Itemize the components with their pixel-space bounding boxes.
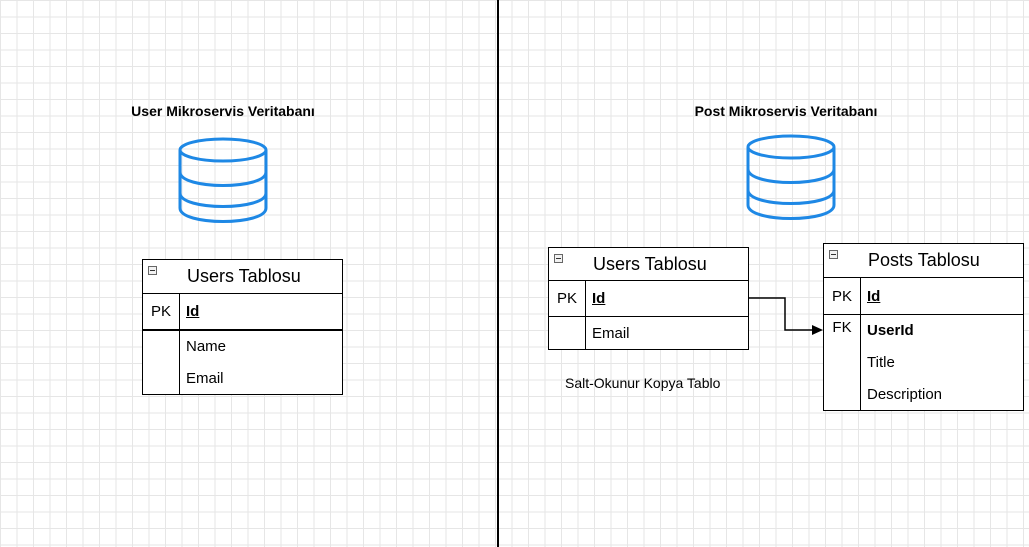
pk-label: PK [549, 281, 586, 316]
collapse-icon[interactable] [829, 250, 838, 259]
table-row-pk: PK Id [824, 278, 1023, 315]
key-col-empty [549, 317, 586, 349]
field-title: Title [867, 353, 895, 371]
pk-label: PK [143, 294, 180, 329]
connector-line [749, 297, 814, 331]
table-title: Posts Tablosu [868, 250, 980, 270]
field-description: Description [867, 385, 943, 403]
post-db-title: Post Mikroservis Veritabanı [694, 103, 878, 119]
collapse-icon[interactable] [554, 254, 563, 263]
pk-label: PK [824, 278, 861, 314]
table-row-pk: PK Id [549, 281, 748, 317]
database-icon [178, 137, 268, 223]
fk-label: FK [824, 315, 861, 410]
table-row-email: Email [549, 317, 748, 349]
section-divider [497, 0, 499, 547]
collapse-icon[interactable] [148, 266, 157, 275]
table-title: Users Tablosu [593, 253, 707, 274]
users-table[interactable]: Users Tablosu PK Id Name Email [142, 259, 343, 395]
table-header: Users Tablosu [549, 248, 748, 281]
database-icon [746, 134, 836, 220]
users-copy-table[interactable]: Users Tablosu PK Id Email [548, 247, 749, 350]
field-email: Email [186, 369, 224, 387]
arrowhead-icon [812, 325, 823, 335]
table-title: Users Tablosu [187, 266, 301, 286]
pk-field: Id [186, 303, 200, 320]
table-header: Posts Tablosu [824, 244, 1023, 278]
posts-table[interactable]: Posts Tablosu PK Id FK UserId Title Desc… [823, 243, 1024, 411]
pk-field: Id [592, 290, 606, 307]
table-header: Users Tablosu [143, 260, 342, 294]
fk-field: UserId [867, 322, 914, 340]
pk-field: Id [867, 287, 881, 305]
read-only-caption: Salt-Okunur Kopya Tablo [565, 375, 721, 391]
field-email: Email [592, 324, 630, 342]
field-name: Name [186, 338, 227, 356]
table-row-fields: Name Email [143, 331, 342, 394]
key-col-empty [143, 331, 180, 394]
table-row-fields: FK UserId Title Description [824, 315, 1023, 410]
table-row-pk: PK Id [143, 294, 342, 331]
user-db-title: User Mikroservis Veritabanı [131, 103, 315, 119]
